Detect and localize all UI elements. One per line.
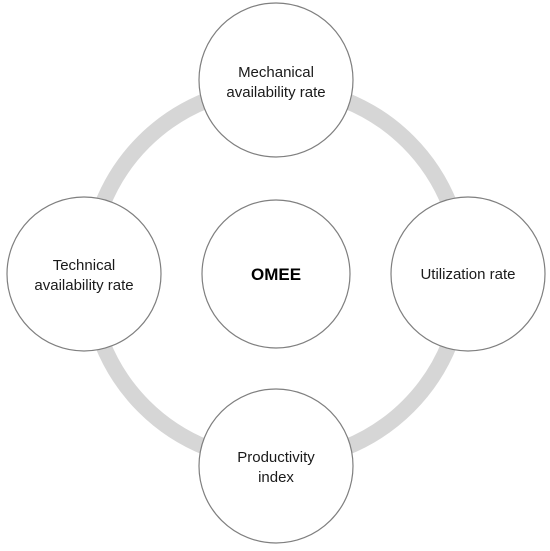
node-technical-availability-line2: availability rate <box>34 277 133 294</box>
center-node-circle <box>201 199 351 349</box>
center-node-label: OMEE <box>251 265 301 284</box>
node-mechanical-availability-line1: Mechanical <box>238 64 314 81</box>
node-productivity-index-circle <box>198 388 354 544</box>
node-mechanical-availability: Mechanical availability rate <box>198 2 354 158</box>
node-productivity-index-line1: Productivity <box>237 449 315 466</box>
node-technical-availability-circle <box>6 196 162 352</box>
node-technical-availability: Technical availability rate <box>6 196 162 352</box>
node-mechanical-availability-line2: availability rate <box>226 84 325 101</box>
node-utilization-rate-label: Utilization rate <box>420 266 515 283</box>
node-utilization-rate-circle <box>390 196 546 352</box>
node-productivity-index-line2: index <box>258 469 294 486</box>
node-utilization-rate: Utilization rate <box>390 196 546 352</box>
center-node: OMEE <box>201 199 351 349</box>
node-mechanical-availability-circle <box>198 2 354 158</box>
node-productivity-index: Productivity index <box>198 388 354 544</box>
node-technical-availability-line1: Technical <box>53 257 116 274</box>
